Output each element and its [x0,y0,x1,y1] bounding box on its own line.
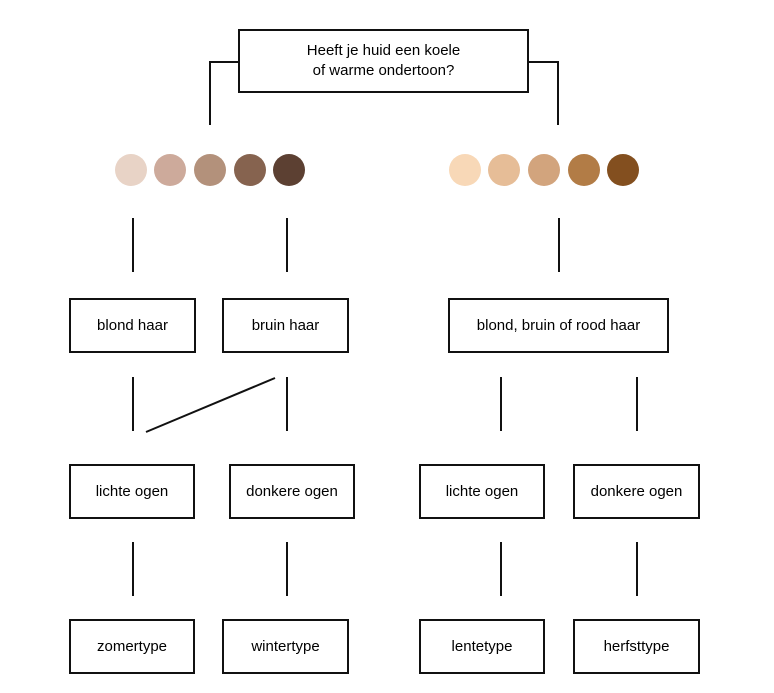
cool-swatch-3 [194,154,226,186]
connector-cool-brown [286,218,288,272]
cool-swatch-1 [115,154,147,186]
cool-swatch-2 [154,154,186,186]
hair-box-blond: blond haar [69,298,196,353]
eyes-box-warm-dark: donkere ogen [573,464,700,519]
question-box: Heeft je huid een koele of warme onderto… [238,29,529,93]
hair-label-blond: blond haar [97,316,168,334]
eyes-box-cool-light: lichte ogen [69,464,195,519]
connector-question-left [209,61,239,63]
question-line-1: Heeft je huid een koele [306,42,461,59]
hair-box-brown: bruin haar [222,298,349,353]
connector-dark-autumn [636,542,638,596]
eyes-label-warm-light: lichte ogen [445,482,519,500]
connector-question-right [528,61,559,63]
cool-swatch-4 [234,154,266,186]
connector-cool-blond [132,218,134,272]
type-box-spring: lentetype [419,619,545,674]
hair-label-warm: blond, bruin of rood haar [476,316,641,334]
type-box-autumn: herfsttype [573,619,700,674]
eyes-label-warm-dark: donkere ogen [590,482,683,500]
eyes-label-cool-light: lichte ogen [95,482,169,500]
connector-warm-hair [558,218,560,272]
warm-swatch-4 [568,154,600,186]
eyes-box-warm-light: lichte ogen [419,464,545,519]
eyes-label-cool-dark: donkere ogen [246,482,338,500]
hair-label-brown: bruin haar [251,316,320,334]
connector-left-drop [209,61,211,125]
cool-swatch-5 [273,154,305,186]
hair-box-warm: blond, bruin of rood haar [448,298,669,353]
connector-dark-winter [286,542,288,596]
question-line-2: of warme ondertoon? [312,62,455,79]
type-label-summer: zomertype [96,637,168,655]
connector-blond-light [132,377,134,431]
connector-brown-dark [286,377,288,431]
warm-swatch-1 [449,154,481,186]
type-box-winter: wintertype [222,619,349,674]
warm-swatch-3 [528,154,560,186]
type-label-autumn: herfsttype [603,637,670,655]
type-label-spring: lentetype [451,637,513,655]
type-box-summer: zomertype [69,619,195,674]
connector-warm-light [500,377,502,431]
connector-warm-dark [636,377,638,431]
connector-light-summer [132,542,134,596]
connector-right-drop [557,61,559,125]
warm-swatch-5 [607,154,639,186]
connector-light-spring [500,542,502,596]
warm-swatch-2 [488,154,520,186]
type-label-winter: wintertype [251,637,320,655]
eyes-box-cool-dark: donkere ogen [229,464,355,519]
